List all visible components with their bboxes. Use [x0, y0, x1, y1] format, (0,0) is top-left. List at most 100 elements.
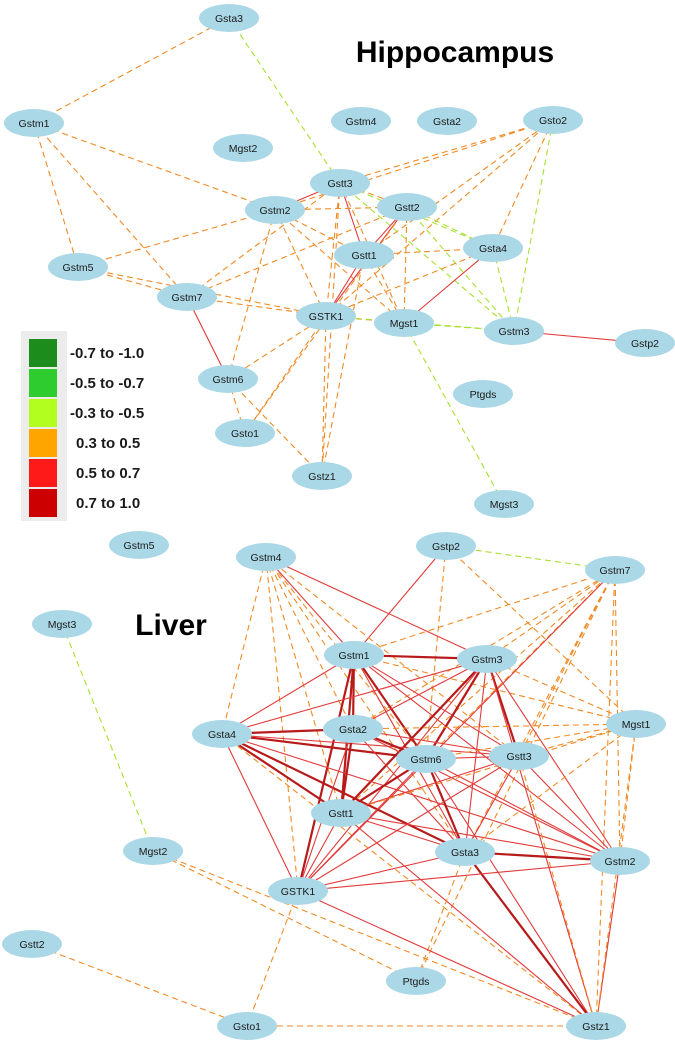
liver-edge-gstt1-mgst1	[340, 723, 637, 814]
liver-node-gsta3[interactable]: Gsta3	[435, 838, 495, 866]
liver-edge-gsta2-gstm2	[352, 728, 621, 862]
node-label: Gstm7	[172, 292, 203, 304]
node-ellipse	[268, 877, 328, 905]
node-label: Gstp2	[631, 338, 659, 350]
node-ellipse	[4, 109, 64, 137]
liver-edge-mgst1-gstz1	[595, 723, 637, 1027]
hippocampus-node-ptgds[interactable]: Ptgds	[453, 380, 513, 408]
liver-node-gstm6[interactable]: Gstm6	[396, 745, 456, 773]
hippocampus-edge-gstt2-mgst1	[403, 206, 408, 324]
liver-edge-gstm7-gsta3	[464, 569, 616, 853]
node-ellipse	[310, 169, 370, 197]
hippocampus-node-mgst1[interactable]: Mgst1	[374, 309, 434, 337]
hippocampus-edge-gstt3-gstz1	[321, 182, 341, 477]
node-ellipse	[489, 742, 549, 770]
hippocampus-node-gstt2[interactable]: Gstt2	[377, 193, 437, 221]
hippocampus-node-gstt1[interactable]: Gstt1	[334, 241, 394, 269]
liver-node-mgst1[interactable]: Mgst1	[606, 710, 666, 738]
node-label: Gstt3	[327, 178, 352, 190]
liver-edge-gstm3-gstk1	[297, 658, 488, 892]
liver-node-mgst2[interactable]: Mgst2	[123, 837, 183, 865]
liver-node-gstm2[interactable]: Gstm2	[590, 847, 650, 875]
node-ellipse	[396, 745, 456, 773]
node-ellipse	[215, 419, 275, 447]
hippocampus-edge-gsto2-gstt3	[339, 119, 554, 184]
legend-label: -0.7 to -1.0	[70, 345, 144, 362]
hippocampus-edge-mgst1-mgst3	[403, 322, 505, 505]
hippocampus-node-gsto2[interactable]: Gsto2	[523, 106, 583, 134]
node-ellipse	[48, 253, 108, 281]
liver-node-gstm7[interactable]: Gstm7	[585, 556, 645, 584]
node-label: Mgst2	[139, 846, 168, 858]
hippocampus-node-gsta4[interactable]: Gsta4	[463, 234, 523, 262]
liver-edge-gstm7-gstm1	[353, 569, 616, 656]
liver-edge-gstm2-gstz1	[595, 860, 621, 1027]
hippocampus-node-gstp2[interactable]: Gstp2	[615, 329, 675, 357]
hippocampus-node-gstk1[interactable]: GSTK1	[296, 302, 356, 330]
liver-node-gstm3[interactable]: Gstm3	[457, 645, 517, 673]
liver-node-gstt1[interactable]: Gstt1	[311, 799, 371, 827]
node-label: Gstt1	[328, 808, 353, 820]
liver-node-gstm5[interactable]: Gstm5	[109, 531, 169, 559]
liver-node-ptgds[interactable]: Ptgds	[386, 967, 446, 995]
node-label: Mgst3	[490, 499, 519, 511]
liver-node-gstz1[interactable]: Gstz1	[566, 1012, 626, 1040]
hippocampus-node-gstm1[interactable]: Gstm1	[4, 109, 64, 137]
legend-swatch	[29, 429, 57, 457]
hippocampus-node-gstz1[interactable]: Gstz1	[292, 462, 352, 490]
hippocampus-edge-gstm1-gstm7	[33, 122, 188, 298]
hippocampus-edge-gsta3-gstm1	[33, 17, 230, 124]
node-label: Gstm1	[339, 650, 370, 662]
hippocampus-node-mgst3[interactable]: Mgst3	[474, 490, 534, 518]
liver-node-gstt3[interactable]: Gstt3	[489, 742, 549, 770]
liver-edge-gsta4-gstm2	[221, 733, 621, 862]
node-ellipse	[334, 241, 394, 269]
node-ellipse	[585, 556, 645, 584]
liver-edge-gstm1-gstm6	[353, 654, 427, 760]
node-ellipse	[386, 967, 446, 995]
liver-edge-gsta4-gstm6	[221, 732, 427, 761]
node-label: Gstm7	[600, 565, 631, 577]
hippocampus-edge-gsto2-gstt1	[363, 119, 554, 256]
hippocampus-edge-gstt2-gstm3	[406, 206, 515, 332]
liver-edge-gstp2-gstm6	[425, 545, 447, 760]
node-ellipse	[463, 234, 523, 262]
liver-edge-gstp2-gstm1	[353, 545, 447, 656]
hippocampus-node-gstt3[interactable]: Gstt3	[310, 169, 370, 197]
hippocampus-node-mgst2[interactable]: Mgst2	[213, 134, 273, 162]
hippocampus-node-gsta2[interactable]: Gsta2	[417, 107, 477, 135]
liver-node-gstm4[interactable]: Gstm4	[236, 543, 296, 571]
hippocampus-edge-gstt3-gstm3	[339, 182, 515, 332]
hippocampus-edge-gstm5-gstk1	[77, 266, 327, 317]
hippocampus-node-gsto1[interactable]: Gsto1	[215, 419, 275, 447]
hippocampus-node-gstm5[interactable]: Gstm5	[48, 253, 108, 281]
node-ellipse	[606, 710, 666, 738]
liver-node-gsta2[interactable]: Gsta2	[323, 715, 383, 743]
node-ellipse	[192, 720, 252, 748]
liver-edge-gstm3-gstm2	[486, 658, 621, 862]
node-label: Mgst3	[48, 619, 77, 631]
liver-node-gstt2[interactable]: Gstt2	[2, 930, 62, 958]
hippocampus-node-gstm7[interactable]: Gstm7	[157, 283, 217, 311]
liver-edge-gstm6-gstz1	[425, 758, 597, 1027]
liver-edge-gstm1-gstm2	[353, 654, 621, 862]
hippocampus-edge-gsta4-mgst1	[403, 247, 494, 324]
liver-edge-gstm4-gsta2	[265, 556, 354, 730]
node-label: Mgst1	[622, 719, 651, 731]
hippocampus-node-gstm6[interactable]: Gstm6	[198, 365, 258, 393]
node-ellipse	[566, 1012, 626, 1040]
liver-node-gstp2[interactable]: Gstp2	[416, 532, 476, 560]
hippocampus-node-gstm3[interactable]: Gstm3	[484, 317, 544, 345]
liver-node-mgst3[interactable]: Mgst3	[32, 610, 92, 638]
liver-edge-mgst3-mgst2	[61, 623, 154, 852]
liver-node-gsto1[interactable]: Gsto1	[217, 1012, 277, 1040]
legend-label: -0.5 to -0.7	[70, 375, 144, 392]
hippocampus-node-gstm2[interactable]: Gstm2	[245, 196, 305, 224]
hippocampus-node-gsta3[interactable]: Gsta3	[199, 4, 259, 32]
liver-node-gsta4[interactable]: Gsta4	[192, 720, 252, 748]
hippocampus-edge-gstt3-gstk1	[325, 182, 341, 317]
liver-node-gstm1[interactable]: Gstm1	[324, 641, 384, 669]
hippocampus-node-gstm4[interactable]: Gstm4	[331, 107, 391, 135]
liver-node-gstk1[interactable]: GSTK1	[268, 877, 328, 905]
